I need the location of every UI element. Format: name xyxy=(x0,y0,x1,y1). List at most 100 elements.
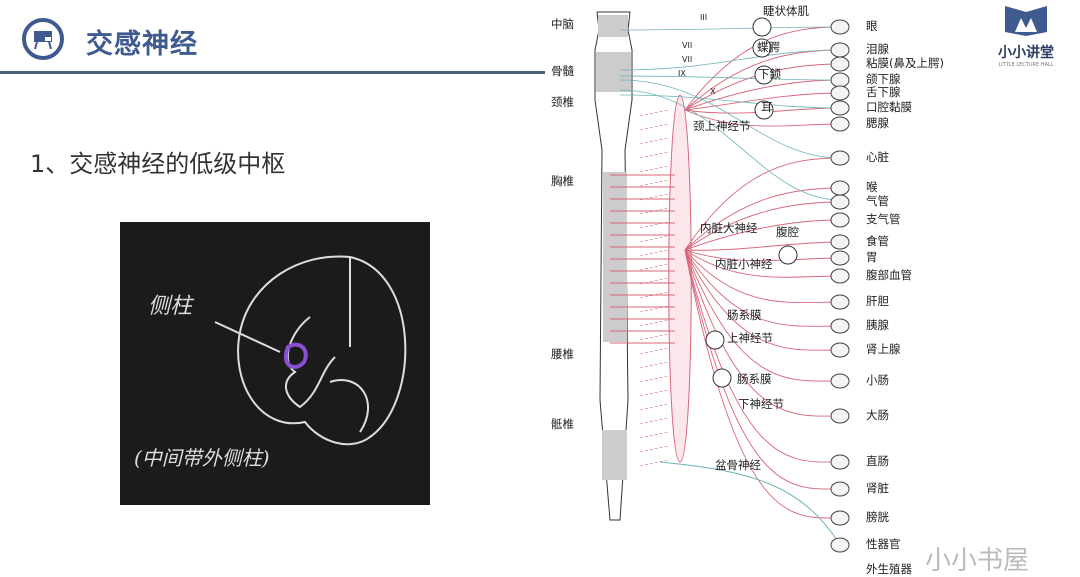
ganglion-label: 腹腔 xyxy=(776,225,799,239)
gray-ramus xyxy=(639,459,669,467)
organ-label: 泪腺 xyxy=(866,42,889,56)
sympathetic-nerve xyxy=(684,249,841,278)
organ-label: 食管 xyxy=(866,234,889,248)
ganglion-label: 肠系膜 xyxy=(727,308,762,322)
organ-icon xyxy=(830,234,850,250)
ganglion-label: 肠系膜 xyxy=(737,372,772,386)
organ-icon xyxy=(830,150,850,166)
organ-label: 胃 xyxy=(866,250,878,264)
ganglion-label: 上神经节 xyxy=(727,331,773,345)
sympathetic-nerve xyxy=(684,249,841,304)
organ-label: 口腔黏膜 xyxy=(866,100,912,114)
sympathetic-chain xyxy=(668,94,692,463)
organ-icon xyxy=(830,56,850,72)
page-title: 交感神经 xyxy=(86,29,198,60)
logo: 小小讲堂 LITTLE LECTURE HALL xyxy=(988,2,1064,74)
organ-icon xyxy=(830,85,850,101)
sympathetic-nerve xyxy=(684,79,841,111)
organ-label: 支气管 xyxy=(866,212,901,226)
spinal-cord-chalk-photo: 侧柱 (中间带外侧柱) xyxy=(120,222,430,505)
organ-icon xyxy=(830,180,850,196)
ganglion xyxy=(752,17,772,37)
organ-icon xyxy=(830,510,850,526)
parasympathetic-nerve xyxy=(619,26,841,31)
presentation-board-icon xyxy=(34,31,52,50)
organ-icon xyxy=(830,454,850,470)
organ-label: 粘膜(鼻及上腭) xyxy=(866,56,944,70)
header-icon xyxy=(22,18,64,60)
sympathetic-nerve xyxy=(684,241,841,251)
ganglion-label: 蝶腭 xyxy=(757,40,780,54)
ganglion xyxy=(754,100,774,120)
sympathetic-nerve xyxy=(684,219,841,251)
sympathetic-nerve xyxy=(684,109,841,127)
ganglion-label: 下颌 xyxy=(758,67,781,81)
gray-ramus xyxy=(639,137,669,145)
ganglion-label: 颈上神经节 xyxy=(693,119,751,133)
ganglion xyxy=(754,65,774,85)
thoracolumbar-shade xyxy=(603,172,627,342)
ganglion xyxy=(712,368,732,388)
sympathetic-nerve xyxy=(684,249,841,327)
spine-label: 颈椎 xyxy=(551,95,574,109)
cranial-nerve-label: VII xyxy=(682,41,693,50)
organ-label: 气管 xyxy=(866,194,889,208)
organ-icon xyxy=(830,342,850,358)
gray-ramus xyxy=(639,123,669,131)
book-hands-icon xyxy=(1005,6,1047,36)
ganglion-label: 下神经节 xyxy=(738,397,784,411)
organ-icon xyxy=(830,194,850,210)
sympathetic-nerve xyxy=(684,249,841,490)
sympathetic-nerve xyxy=(684,201,841,251)
ganglion-label: 耳 xyxy=(761,100,773,114)
gray-ramus xyxy=(639,375,669,383)
ganglion-label: 盆骨神经 xyxy=(715,458,761,472)
cranial-nerve-label: X xyxy=(710,87,716,96)
parasympathetic-nerve xyxy=(619,89,841,201)
gray-ramus xyxy=(639,249,669,257)
organ-label: 舌下腺 xyxy=(866,85,901,99)
parasympathetic-nerve xyxy=(619,49,841,71)
gray-ramus xyxy=(639,319,669,327)
parasympathetic-nerve xyxy=(619,75,841,81)
parasympathetic-nerve xyxy=(619,94,841,109)
gray-ramus xyxy=(639,151,669,159)
organ-label: 肝胆 xyxy=(866,294,889,308)
logo-name: 小小讲堂 xyxy=(998,45,1054,61)
gray-ramus xyxy=(639,347,669,355)
gray-ramus xyxy=(639,417,669,425)
organ-label: 膀胱 xyxy=(866,510,889,524)
midbrain-shade xyxy=(598,15,628,37)
spine-label: 胸椎 xyxy=(551,174,574,188)
gray-ramus xyxy=(639,109,669,117)
organ-icon xyxy=(830,408,850,424)
organ-icon xyxy=(830,212,850,228)
sympathetic-nerve xyxy=(684,92,841,111)
organ-label: 肾上腺 xyxy=(866,342,901,356)
watermark: 小小书屋 xyxy=(925,546,1030,576)
organ-icon xyxy=(830,19,850,35)
gray-ramus xyxy=(639,165,669,173)
organ-label: 大肠 xyxy=(866,408,889,422)
organ-label: 性器官 xyxy=(866,537,901,551)
organ-icon xyxy=(830,294,850,310)
organ-label: 腮腺 xyxy=(866,116,889,130)
organ-icon xyxy=(830,72,850,88)
cranial-nerve-label: VII xyxy=(682,55,693,64)
organ-label: 心脏 xyxy=(866,150,889,164)
organ-icon xyxy=(830,481,850,497)
sympathetic-nerve xyxy=(684,157,841,251)
spine-label: 腰椎 xyxy=(551,347,574,361)
ganglion-label: 睫状体肌 xyxy=(763,4,809,18)
label-lateral-horn: 侧柱 xyxy=(148,294,193,319)
organ-icon xyxy=(830,318,850,334)
sympathetic-nerve xyxy=(684,249,841,351)
spine-label: 中脑 xyxy=(551,17,574,31)
organ-icon xyxy=(830,268,850,284)
gray-ramus xyxy=(639,179,669,187)
gray-ramus xyxy=(639,389,669,397)
organ-icon xyxy=(830,537,850,553)
sympathetic-nerve xyxy=(684,249,841,262)
organ-label: 外生殖器 xyxy=(866,562,912,576)
gray-ramus xyxy=(639,403,669,411)
